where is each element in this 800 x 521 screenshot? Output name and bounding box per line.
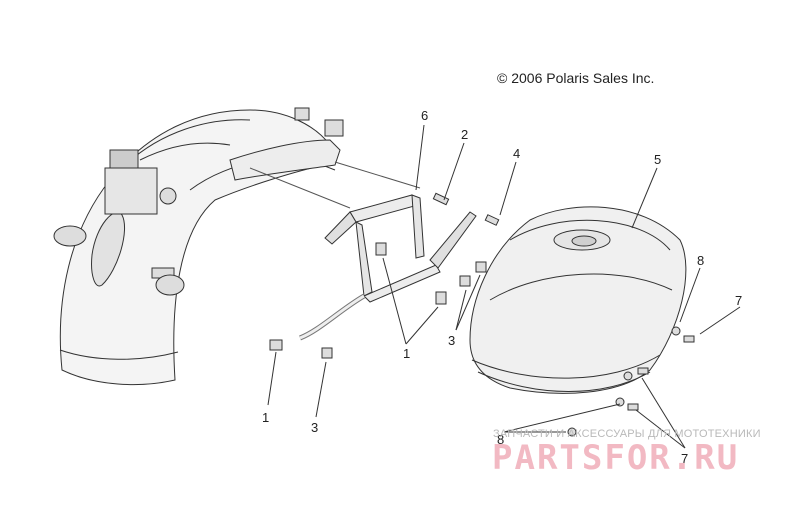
leader-lines bbox=[267, 124, 741, 449]
callout-8-bottom: 8 bbox=[497, 432, 505, 447]
callout-4: 4 bbox=[513, 146, 521, 161]
watermark-tagline: ЗАПЧАСТИ И АКСЕССУАРЫ ДЛЯ МОТОТЕХНИКИ bbox=[493, 428, 761, 440]
copyright-text: © 2006 Polaris Sales Inc. bbox=[497, 70, 655, 86]
callout-5: 5 bbox=[654, 152, 662, 167]
watermark-logo: PARTSFOR.RU bbox=[492, 438, 740, 478]
callout-7-top: 7 bbox=[735, 293, 743, 308]
callout-1-center: 1 bbox=[403, 346, 411, 361]
tail-light-bracket bbox=[53, 149, 185, 296]
callout-1-left: 1 bbox=[262, 410, 270, 425]
mounting-bracket bbox=[299, 194, 477, 341]
fender-strut bbox=[229, 107, 344, 181]
callout-3-center: 3 bbox=[448, 333, 456, 348]
callout-3-left: 3 bbox=[311, 420, 319, 435]
callout-7-bottom: 7 bbox=[681, 451, 689, 466]
callout-6: 6 bbox=[421, 108, 429, 123]
callout-2: 2 bbox=[461, 127, 469, 142]
saddlebag bbox=[469, 206, 687, 394]
callout-8-top: 8 bbox=[697, 253, 705, 268]
bag-fasteners bbox=[567, 326, 695, 437]
